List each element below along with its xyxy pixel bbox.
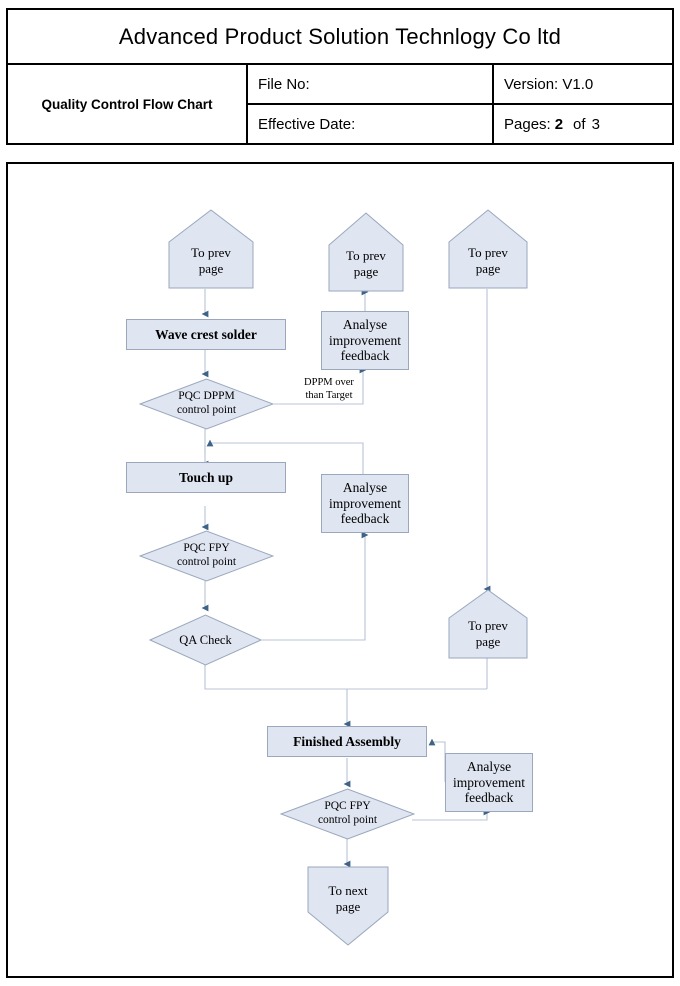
node-label-line2: improvement <box>329 332 401 348</box>
edge-qacheck-to-feedback2 <box>262 531 369 641</box>
node-label-line1: Analyse <box>342 317 388 333</box>
version-label: Version: V1.0 <box>504 75 594 93</box>
node-label-line2: page <box>475 634 501 649</box>
node-label-line3: feedback <box>464 790 514 806</box>
node-label-line1: PQC FPY <box>183 542 230 555</box>
node-label-line2: page <box>198 261 224 276</box>
node-label: Wave crest solder <box>155 326 257 342</box>
node-label-line2: control point <box>176 404 237 416</box>
node-label-line1: To prev <box>346 248 386 264</box>
effective-date-label: Effective Date: <box>258 115 356 133</box>
node-label-line2: improvement <box>329 495 401 511</box>
node-label-line1: PQC FPY <box>324 800 371 813</box>
node-label-line2: control point <box>317 814 378 826</box>
node-label-line3: feedback <box>340 348 390 364</box>
node-to-prev-page-2[interactable]: To prev page <box>328 212 404 292</box>
document-header: Advanced Product Solution Technlogy Co l… <box>6 8 674 145</box>
flowchart-canvas: To prev page To prev page <box>8 164 672 976</box>
node-label-line3: feedback <box>340 511 390 527</box>
node-to-prev-page-1[interactable]: To prev page <box>168 209 254 289</box>
node-touch-up[interactable]: Touch up <box>126 462 286 493</box>
node-label: To next page <box>307 878 389 920</box>
edge-label-line1: DPPM over <box>304 377 354 388</box>
pages-of-label: of <box>573 115 586 133</box>
node-analyse-feedback-2[interactable]: Analyse improvement feedback <box>321 474 409 533</box>
node-pqc-fpy-control-point-1[interactable]: PQC FPY control point <box>138 530 275 582</box>
node-label: PQC DPPM control point <box>139 378 274 430</box>
edge-feedback3-to-finished <box>428 738 446 782</box>
document-type-cell: Quality Control Flow Chart <box>8 65 248 143</box>
node-label: PQC FPY control point <box>280 788 415 840</box>
node-label-line2: page <box>475 261 501 276</box>
flowchart-connectors <box>201 288 491 868</box>
node-label: PQC FPY control point <box>139 530 274 582</box>
node-label-line2: page <box>353 264 379 279</box>
node-to-next-page[interactable]: To next page <box>307 866 389 946</box>
node-finished-assembly[interactable]: Finished Assembly <box>267 726 427 757</box>
node-label-line1: To next <box>328 883 368 899</box>
node-label: To prev page <box>448 239 528 283</box>
edge-feedback2-return <box>206 439 364 474</box>
node-analyse-feedback-3[interactable]: Analyse improvement feedback <box>445 753 533 812</box>
node-analyse-feedback-1[interactable]: Analyse improvement feedback <box>321 311 409 370</box>
edge-fpy2-to-feedback3 <box>412 808 491 821</box>
node-label: Touch up <box>179 469 233 485</box>
node-label: To prev page <box>328 242 404 286</box>
edge-label-dppm-over-target: DPPM over than Target <box>287 376 371 402</box>
edge-dppm-to-feedback1 <box>274 366 367 405</box>
node-label: Finished Assembly <box>293 733 401 749</box>
document-type-text: Quality Control Flow Chart <box>41 96 213 112</box>
node-label-line2: improvement <box>453 774 525 790</box>
node-label-line1: To prev <box>468 245 508 261</box>
file-no-cell: File No: <box>248 65 494 103</box>
node-pqc-fpy-control-point-2[interactable]: PQC FPY control point <box>279 788 416 840</box>
effective-date-cell: Effective Date: <box>248 105 494 143</box>
node-qa-check[interactable]: QA Check <box>148 614 263 666</box>
flowchart-panel: To prev page To prev page <box>6 162 674 978</box>
version-cell: Version: V1.0 <box>494 65 672 103</box>
pages-current: 2 <box>554 115 564 133</box>
node-label-line2: control point <box>176 556 237 568</box>
header-row-2: Effective Date: Pages: 2 of 3 <box>248 105 672 143</box>
pages-label: Pages: <box>504 115 551 133</box>
node-pqc-dppm-control-point[interactable]: PQC DPPM control point <box>138 378 275 430</box>
node-wave-crest-solder[interactable]: Wave crest solder <box>126 319 286 350</box>
node-label-line2: page <box>335 899 361 914</box>
company-title-text: Advanced Product Solution Technlogy Co l… <box>118 23 562 49</box>
node-label: To prev page <box>448 613 528 655</box>
company-title: Advanced Product Solution Technlogy Co l… <box>8 10 672 65</box>
node-to-prev-page-4[interactable]: To prev page <box>448 589 528 659</box>
edge-label-line2: than Target <box>305 390 353 402</box>
node-label-line1: Analyse <box>342 480 388 496</box>
node-to-prev-page-3[interactable]: To prev page <box>448 209 528 289</box>
edge-qacheck-merge <box>204 664 487 690</box>
node-label-line1: PQC DPPM <box>178 390 235 403</box>
node-label-line1: To prev <box>468 618 508 634</box>
pages-cell: Pages: 2 of 3 <box>494 105 672 143</box>
header-row-1: File No: Version: V1.0 <box>248 65 672 105</box>
node-label-line1: Analyse <box>466 759 512 775</box>
pages-total: 3 <box>591 115 600 133</box>
node-label: To prev page <box>168 239 254 283</box>
header-info-table: Quality Control Flow Chart File No: Vers… <box>8 65 672 143</box>
file-no-label: File No: <box>258 75 310 93</box>
node-label-line1: To prev <box>191 245 231 261</box>
header-fields: File No: Version: V1.0 Effective Date: P… <box>248 65 672 143</box>
node-label: QA Check <box>179 632 232 647</box>
